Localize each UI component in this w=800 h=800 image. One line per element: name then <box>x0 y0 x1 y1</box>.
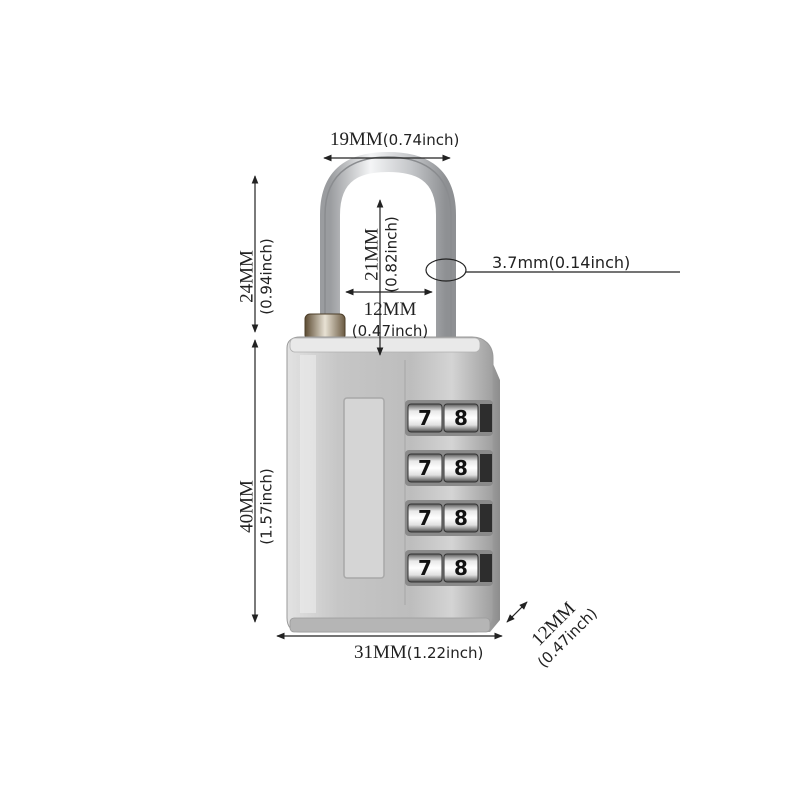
dial-wheel[interactable] <box>407 403 443 433</box>
dial-wheel[interactable] <box>443 403 479 433</box>
dial-wheel[interactable] <box>443 553 479 583</box>
dial-wheel[interactable] <box>407 503 443 533</box>
dial-end-cap <box>480 454 492 482</box>
dial-digit-left: 7 <box>418 406 432 430</box>
label-inner-width-mm: 12MM <box>363 299 417 320</box>
combination-dials <box>405 400 493 586</box>
label-inner-height-mm: 21MM <box>361 228 383 281</box>
dial-end-cap <box>480 554 492 582</box>
dial-wheel[interactable] <box>443 503 479 533</box>
dial-wheel[interactable] <box>443 453 479 483</box>
dial-digit-right: 8 <box>454 556 468 580</box>
label-body-width-inch: (1.22inch) <box>406 644 484 662</box>
label-inner-width: 12MM (0.47inch) <box>340 300 440 339</box>
label-shackle-height: 24MM (0.94inch) <box>236 217 276 337</box>
dial-wheel[interactable] <box>407 453 443 483</box>
dim-line-body-depth <box>506 601 528 623</box>
label-shackle-width-mm: 19MM <box>330 129 383 150</box>
dial-digit-right: 8 <box>454 406 468 430</box>
label-body-width: 31MM(1.22inch) <box>354 643 483 662</box>
dial-digit-left: 7 <box>418 556 432 580</box>
dial-end-cap <box>480 504 492 532</box>
label-recess <box>343 397 385 579</box>
dial-end-cap <box>480 404 492 432</box>
dial-digit-left: 7 <box>418 506 432 530</box>
label-shackle-height-mm: 24MM <box>236 250 258 303</box>
label-body-width-mm: 31MM <box>354 642 407 663</box>
shackle <box>320 151 456 345</box>
label-inner-height-inch: (0.82inch) <box>382 216 401 293</box>
label-body-height-mm: 40MM <box>236 480 258 533</box>
dial-digit-left: 7 <box>418 456 432 480</box>
label-body-height: 40MM (1.57inch) <box>236 447 276 567</box>
label-shackle-height-inch: (0.94inch) <box>257 238 276 315</box>
dim-diameter-circle <box>425 258 467 282</box>
label-shackle-width-inch: (0.74inch) <box>382 131 460 149</box>
label-inner-width-inch: (0.47inch) <box>351 322 429 340</box>
label-shackle-diameter: 3.7mm(0.14inch) <box>492 253 631 272</box>
dial-digit-right: 8 <box>454 506 468 530</box>
dial-digit-right: 8 <box>454 456 468 480</box>
label-inner-height: 21MM (0.82inch) <box>361 195 401 315</box>
dial-wheel[interactable] <box>407 553 443 583</box>
label-body-height-inch: (1.57inch) <box>257 468 276 545</box>
release-knob <box>304 313 346 341</box>
label-shackle-width: 19MM(0.74inch) <box>330 130 459 149</box>
